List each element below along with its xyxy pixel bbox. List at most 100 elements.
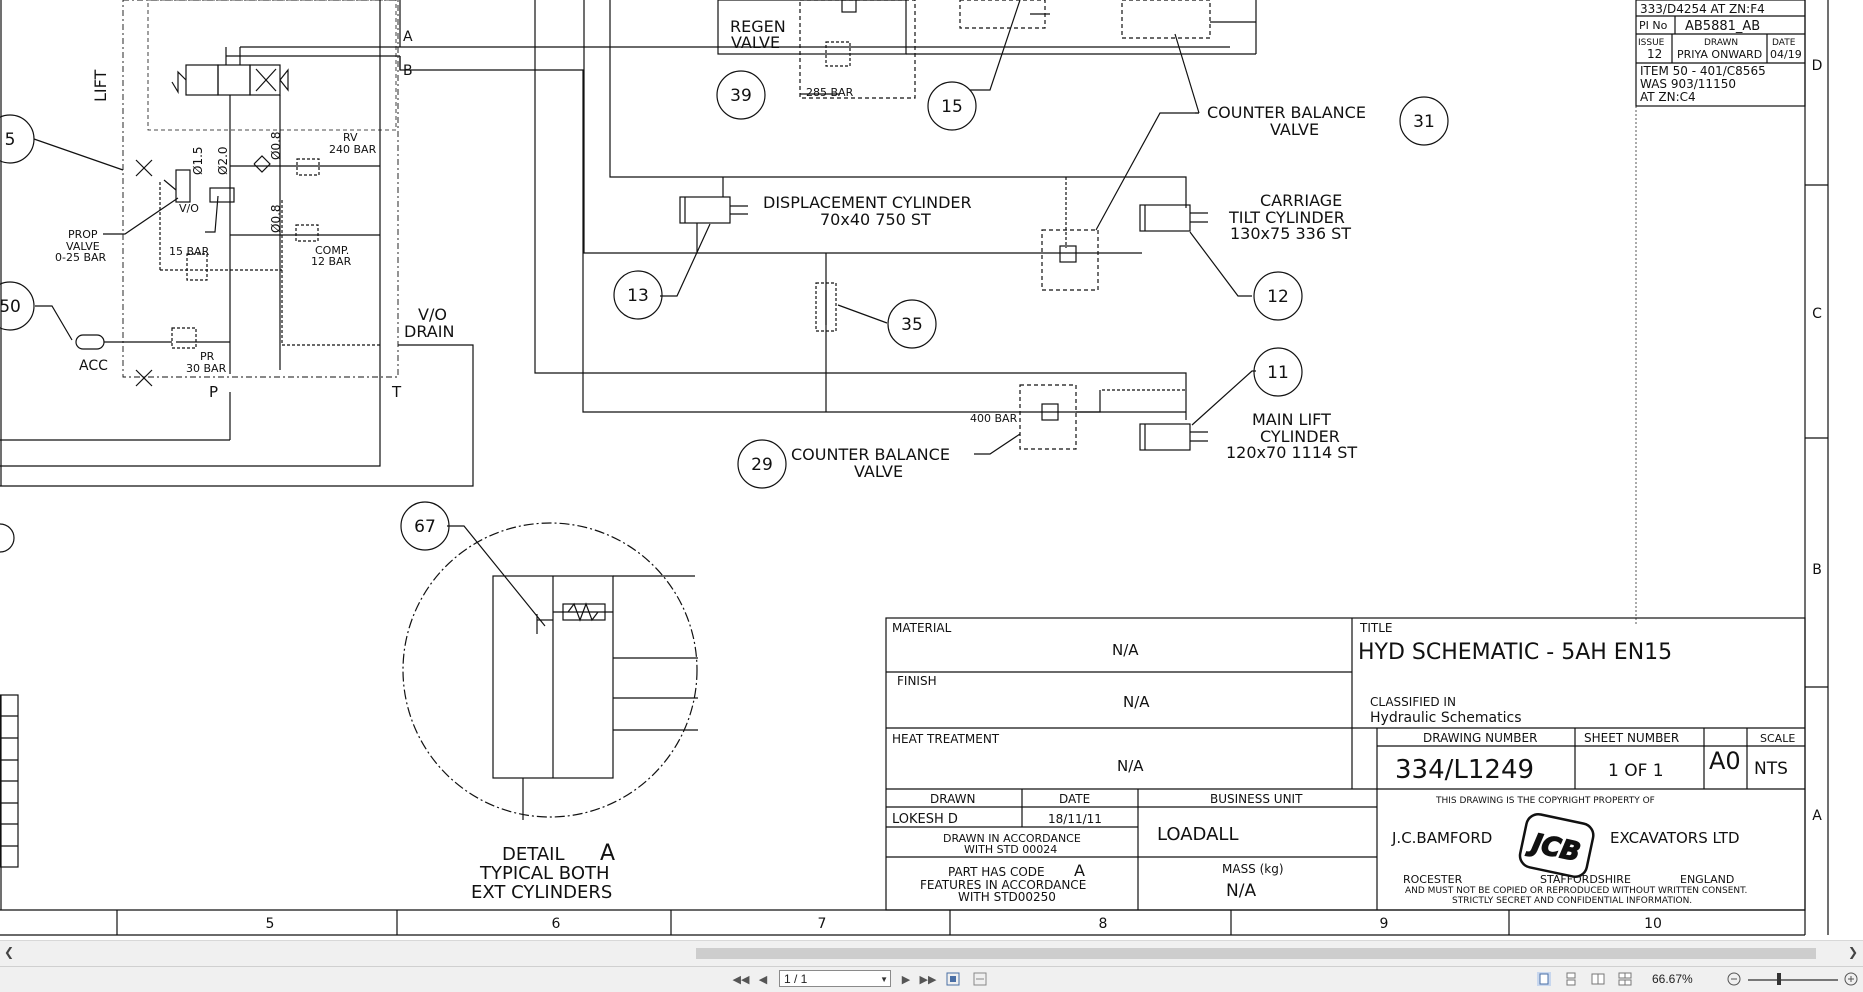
detail-1: DETAIL	[502, 844, 564, 865]
detail-2: TYPICAL BOTH	[479, 863, 610, 884]
rev-drawn-label: DRAWN	[1704, 38, 1738, 48]
disp-1: DISPLACEMENT CYLINDER	[763, 193, 972, 212]
material-value: N/A	[1112, 641, 1139, 659]
balloon-35: 35	[901, 315, 923, 335]
continuous-view-icon[interactable]	[1563, 971, 1579, 987]
orifice-15: Ø1.5	[191, 146, 205, 175]
disp-2: 70x40 750 ST	[820, 210, 931, 229]
port-p-label: P	[209, 383, 218, 401]
vo-1: V/O	[179, 202, 199, 215]
balloon-5: 5	[5, 130, 16, 150]
next-page-icon[interactable]: ▶	[901, 973, 911, 986]
copyright-2: AND MUST NOT BE COPIED OR REPRODUCED WIT…	[1405, 886, 1747, 896]
prop-valve-2: VALVE	[66, 240, 100, 253]
last-page-icon[interactable]: ▶▶	[919, 973, 937, 986]
zone-d: D	[1812, 58, 1823, 74]
carriage-1: CARRIAGE	[1260, 191, 1342, 210]
scale-label: SCALE	[1760, 732, 1795, 745]
vo-2: 15 BAR	[169, 245, 210, 258]
balloon-13: 13	[627, 286, 649, 306]
rev-date-value: 04/19	[1770, 48, 1802, 61]
title-label: TITLE	[1359, 621, 1392, 635]
zoom-out-icon[interactable]	[1726, 971, 1742, 987]
zoom-slider[interactable]	[1748, 979, 1838, 981]
rev-pi-value: AB5881_AB	[1685, 19, 1760, 34]
facing-view-icon[interactable]	[1590, 971, 1606, 987]
company-left: J.C.BAMFORD	[1391, 829, 1492, 847]
unit-value: LOADALL	[1157, 824, 1238, 845]
balloon-29: 29	[751, 455, 773, 475]
code-1: PART HAS CODE	[948, 865, 1045, 879]
acc-label: ACC	[79, 358, 108, 374]
code-letter: A	[1074, 861, 1085, 880]
regen-1: REGEN	[730, 17, 786, 36]
chevron-down-icon: ▼	[880, 975, 888, 984]
address-2: STAFFORDSHIRE	[1540, 873, 1631, 886]
regen-2: VALVE	[731, 33, 780, 52]
single-page-view-icon[interactable]	[1536, 971, 1552, 987]
rev-note-3: AT ZN:C4	[1640, 90, 1696, 104]
fit-width-icon[interactable]	[972, 971, 988, 987]
scroll-right-icon[interactable]: ❯	[1848, 945, 1859, 959]
pr-2: 30 BAR	[186, 362, 227, 375]
code-2: FEATURES IN ACCORDANCE	[920, 878, 1086, 892]
material-label: MATERIAL	[892, 621, 952, 635]
date-label: DATE	[1059, 792, 1090, 806]
pr-1: PR	[200, 350, 215, 363]
orifice-08b: Ø0.8	[269, 204, 283, 233]
viewer-status-bar: ◀◀ ◀ 1 / 1 ▼ ▶ ▶▶ 66.67%	[0, 966, 1863, 992]
port-t-label: T	[391, 383, 402, 401]
address-1: ROCESTER	[1403, 873, 1463, 886]
detail-3: EXT CYLINDERS	[471, 882, 612, 903]
comp-2: 12 BAR	[311, 255, 352, 268]
heat-label: HEAT TREATMENT	[892, 732, 1000, 746]
zone-a: A	[1812, 808, 1822, 824]
sheet-value: 1 OF 1	[1608, 761, 1664, 781]
column-7: 7	[818, 916, 827, 932]
drawn-value: LOKESH D	[892, 812, 958, 827]
drawn-label: DRAWN	[930, 792, 976, 806]
balloon-50: 50	[0, 297, 21, 317]
zone-c: C	[1812, 306, 1822, 322]
rev-ref-line: 333/D4254 AT ZN:F4	[1640, 2, 1765, 16]
column-6: 6	[552, 916, 561, 932]
hydraulic-schematic: LIFT A B P T Ø1.5 Ø2.0 Ø0.8 Ø0.8 RV 240 …	[0, 0, 1829, 936]
column-5: 5	[266, 916, 275, 932]
column-10: 10	[1644, 916, 1662, 932]
drawing-canvas[interactable]: LIFT A B P T Ø1.5 Ø2.0 Ø0.8 Ø0.8 RV 240 …	[0, 0, 1863, 940]
address-3: ENGLAND	[1680, 873, 1734, 886]
prop-valve-3: 0-25 BAR	[55, 251, 107, 264]
cbv-bot-1: COUNTER BALANCE	[791, 445, 950, 464]
balloon-12: 12	[1267, 287, 1289, 307]
unit-label: BUSINESS UNIT	[1210, 792, 1303, 806]
scale-value: NTS	[1754, 759, 1788, 779]
detail-letter: A	[600, 841, 615, 866]
lift-label: LIFT	[91, 69, 110, 102]
drawing-number-label: DRAWING NUMBER	[1423, 731, 1537, 745]
scroll-left-icon[interactable]: ❮	[4, 945, 15, 959]
fit-page-icon[interactable]	[945, 971, 961, 987]
rev-pi-label: PI No	[1639, 19, 1668, 32]
horizontal-scrollbar[interactable]: ❮ ❯	[0, 940, 1863, 967]
port-a-label: A	[403, 29, 413, 45]
rev-note-1: ITEM 50 - 401/C8565	[1640, 64, 1766, 78]
rev-drawn-value: PRIYA ONWARD	[1677, 48, 1762, 61]
facing-continuous-view-icon[interactable]	[1617, 971, 1633, 987]
std-2: WITH STD 00024	[964, 843, 1057, 856]
orifice-08a: Ø0.8	[269, 131, 283, 160]
vo-drain-1: V/O	[418, 305, 447, 324]
previous-page-icon[interactable]: ◀	[758, 973, 768, 986]
scrollbar-thumb[interactable]	[696, 948, 1816, 959]
rv-pressure: 240 BAR	[329, 143, 377, 156]
date-value: 18/11/11	[1048, 812, 1102, 826]
balloon-15: 15	[941, 97, 963, 117]
rv-label: RV	[343, 131, 358, 144]
finish-label: FINISH	[897, 674, 937, 688]
code-3: WITH STD00250	[958, 890, 1056, 904]
zoom-level: 66.67%	[1652, 972, 1693, 986]
first-page-icon[interactable]: ◀◀	[732, 973, 750, 986]
page-number-field[interactable]: 1 / 1 ▼	[779, 970, 891, 987]
main-2: CYLINDER	[1260, 427, 1340, 446]
zoom-slider-handle[interactable]	[1777, 973, 1781, 985]
zoom-in-icon[interactable]	[1843, 971, 1859, 987]
